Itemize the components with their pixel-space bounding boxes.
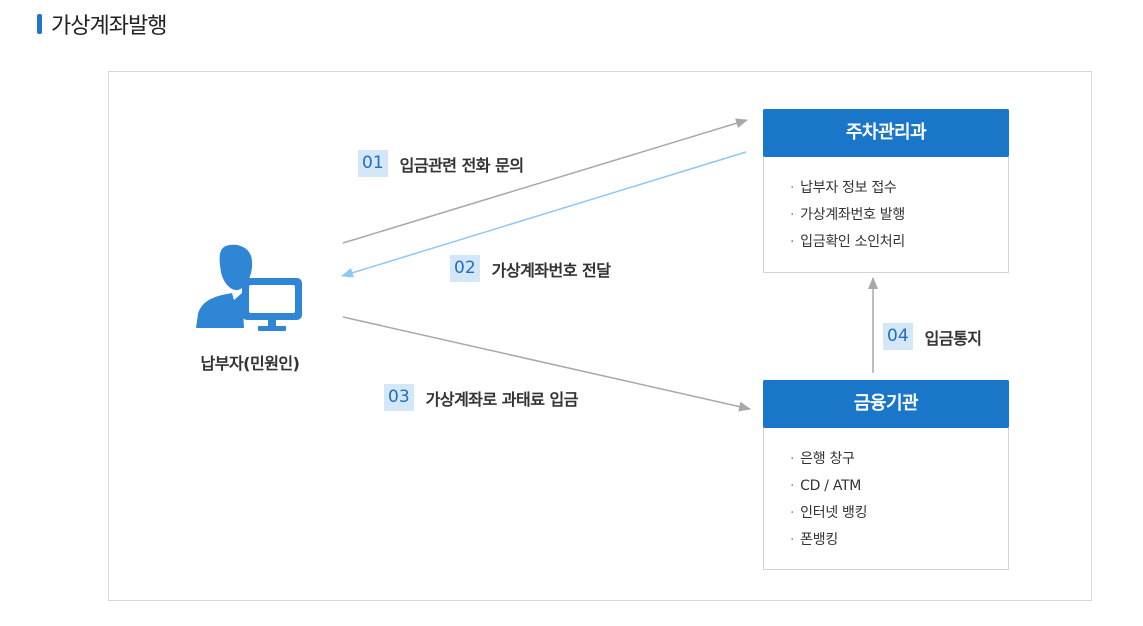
step-number: 02 [450, 255, 480, 282]
payer-computer-icon [196, 244, 302, 331]
title-accent-bar [37, 14, 42, 34]
parking-dept-tasks: ·납부자 정보 접수 ·가상계좌번호 발행 ·입금확인 소인처리 [764, 157, 1008, 256]
arrow-02-account-delivery [341, 151, 747, 278]
step-label: 입금관련 전화 문의 [399, 155, 524, 175]
step-02: 02 가상계좌번호 전달 [450, 255, 611, 282]
arrow-03-payment [342, 316, 751, 412]
bank-title: 금융기관 [763, 380, 1009, 428]
list-item: ·입금확인 소인처리 [790, 234, 905, 250]
step-label: 입금통지 [924, 328, 982, 348]
step-label: 가상계좌번호 전달 [491, 260, 611, 280]
list-item: ·인터넷 뱅킹 [790, 505, 868, 521]
list-item: ·납부자 정보 접수 [790, 180, 897, 196]
step-04: 04 입금통지 [883, 323, 982, 350]
parking-dept-box: 주차관리과 ·납부자 정보 접수 ·가상계좌번호 발행 ·입금확인 소인처리 [763, 109, 1009, 273]
bank-box: 금융기관 ·은행 창구 ·CD / ATM ·인터넷 뱅킹 ·폰뱅킹 [763, 380, 1009, 570]
list-item: ·가상계좌번호 발행 [790, 207, 905, 223]
step-03: 03 가상계좌로 과태료 입금 [384, 384, 578, 411]
step-01: 01 입금관련 전화 문의 [358, 150, 524, 177]
parking-dept-title: 주차관리과 [763, 109, 1009, 157]
bank-channels: ·은행 창구 ·CD / ATM ·인터넷 뱅킹 ·폰뱅킹 [764, 428, 1008, 554]
list-item: ·은행 창구 [790, 451, 855, 467]
list-item: ·폰뱅킹 [790, 532, 838, 548]
step-number: 03 [384, 384, 414, 411]
step-label: 가상계좌로 과태료 입금 [425, 389, 579, 409]
list-item: ·CD / ATM [790, 478, 862, 494]
step-number: 04 [883, 323, 913, 350]
step-number: 01 [358, 150, 388, 177]
diagram-frame [108, 71, 1092, 601]
section-title: 가상계좌발행 [37, 8, 167, 40]
arrow-01-inquiry [342, 118, 748, 244]
payer-label: 납부자(민원인) [200, 354, 300, 373]
page-title: 가상계좌발행 [51, 14, 167, 39]
